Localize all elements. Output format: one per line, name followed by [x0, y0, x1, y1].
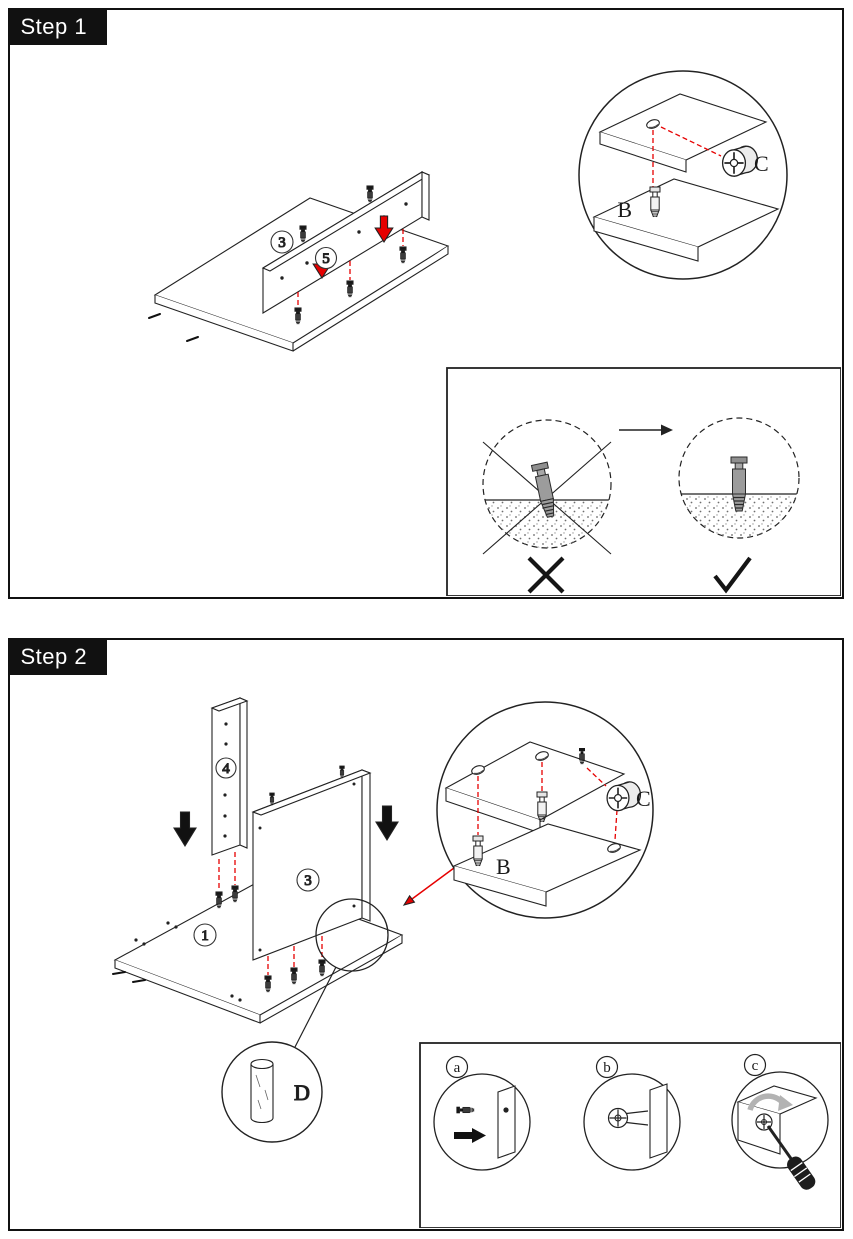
alignment-dashed-lines: [297, 229, 404, 307]
step2-assembly: 1 3 4: [112, 697, 455, 1143]
substep-a: a: [433, 1055, 531, 1171]
substep-a-letter: a: [454, 1060, 461, 1076]
substep-c-letter: c: [752, 1058, 759, 1074]
part-4-badge: 4: [215, 757, 237, 779]
cam-bolt-icon: [339, 765, 345, 779]
rail-holes: [223, 722, 228, 838]
black-down-arrow-icon: [375, 805, 399, 841]
cam-bolt-icon: [346, 280, 354, 298]
step2-section: 1 3 4: [7, 637, 844, 1231]
part-3-number: 3: [304, 873, 312, 889]
step2-detail-view: B C: [436, 701, 654, 919]
cam-bolt-icon: [290, 967, 298, 985]
substep-c-badge: [743, 1053, 767, 1077]
detail-pointer-arrow: [402, 867, 455, 906]
step1-inset: [446, 367, 841, 596]
cam-bolt-icon: [455, 1106, 475, 1114]
magnifier-circle: [315, 898, 389, 972]
screwdriver-icon: [766, 1125, 816, 1190]
panel-edge: [649, 1083, 668, 1159]
hardware-label-c: C: [636, 786, 651, 811]
cam-bolt-icon: [215, 891, 223, 909]
check-mark-icon: [713, 556, 752, 594]
substep-b-badge: [595, 1055, 619, 1079]
cam-bolt-icon: [299, 225, 307, 243]
hardware-label-b: B: [496, 854, 511, 879]
step1-diagram: 3 5: [148, 70, 841, 596]
part-3-badge: 3: [296, 868, 320, 892]
step2-diagram: 1 3 4: [112, 697, 841, 1228]
part-5-number: 5: [322, 251, 330, 267]
part-5-badge: 5: [314, 246, 338, 270]
cam-bolt-icon: [231, 885, 239, 903]
part-1-badge: 1: [193, 923, 217, 947]
cam-bolt-hole-icon: [503, 1107, 509, 1113]
cam-bolt-icon: [318, 959, 326, 977]
base-holes: [134, 921, 242, 1002]
cam-bolt-icon: [269, 792, 275, 806]
edge-screws-icon: [148, 313, 199, 342]
dowel-icon: [250, 1058, 274, 1124]
transition-arrow-icon: [619, 424, 673, 436]
substep-c: c: [731, 1053, 829, 1190]
substep-a-badge: [445, 1055, 469, 1079]
hardware-label-b: B: [617, 197, 632, 222]
black-down-arrow-icon: [173, 811, 197, 847]
dowel-detail-view: D: [221, 1041, 323, 1143]
substep-a-circle: [433, 1073, 531, 1171]
detail-dashed-lines: [652, 126, 722, 187]
panel-3: [251, 769, 372, 961]
cam-bolt-icon: [578, 747, 586, 765]
substep-b: b: [583, 1055, 681, 1171]
x-mark-icon: [527, 556, 565, 594]
part-4-number: 4: [222, 761, 230, 777]
cam-bolt-icon: [366, 185, 374, 203]
cam-lock-icon: [607, 1107, 649, 1129]
panel-edge: [497, 1085, 516, 1159]
alignment-dashed-lines: [218, 852, 323, 975]
cam-bolt-icon: [264, 975, 272, 993]
cam-bolt-icon: [399, 246, 407, 264]
magnifier-pointer-line: [294, 966, 337, 1048]
insert-arrow-icon: [454, 1128, 486, 1143]
step1-label-badge: Step 1: [7, 7, 107, 45]
step1-section: 3 5: [7, 7, 844, 599]
cam-bolt-icon: [294, 307, 302, 325]
step1-detail-view: B C: [578, 70, 788, 280]
rotate-clockwise-arrow-icon: [747, 1093, 793, 1111]
part-3-badge: 3: [270, 230, 294, 254]
hardware-label-d: D: [294, 1080, 310, 1105]
rail-5: [261, 171, 431, 314]
step2-inset: a b: [419, 1042, 841, 1228]
edge-screws-icon: [112, 971, 146, 983]
lower-board: [452, 823, 642, 893]
substep-b-letter: b: [603, 1060, 611, 1076]
part-3-number: 3: [278, 235, 286, 251]
step2-label-badge: Step 2: [7, 637, 107, 675]
panel-holes: [258, 782, 356, 952]
part-1-number: 1: [201, 928, 209, 944]
step1-assembly: 3 5: [148, 171, 450, 352]
upper-board: [444, 741, 626, 821]
hardware-label-c: C: [754, 151, 769, 176]
